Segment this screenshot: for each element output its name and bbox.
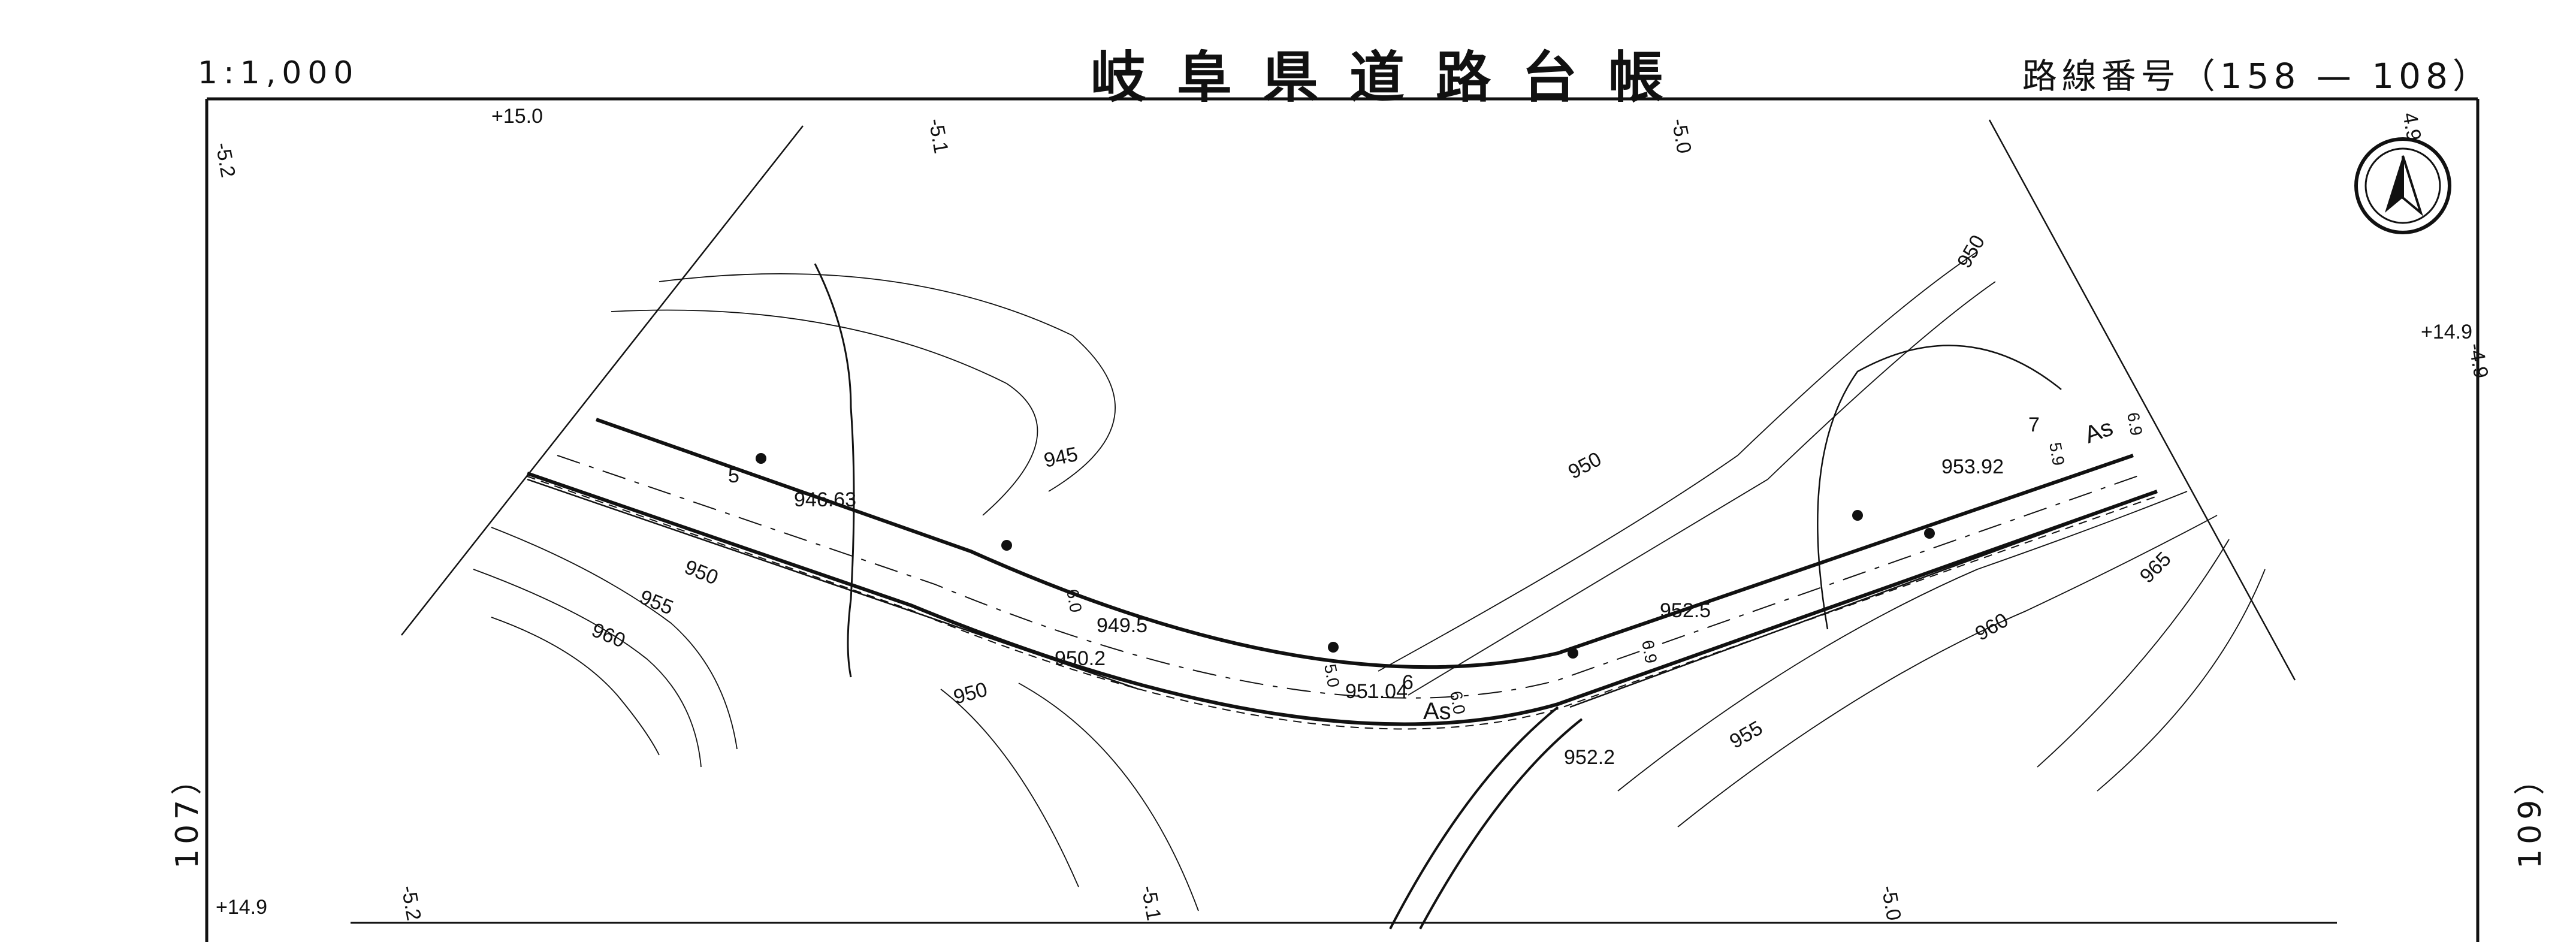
north-arrow-icon [2354, 137, 2451, 234]
road-surface-label: As [2081, 414, 2116, 448]
contour-label: 950 [951, 678, 990, 708]
sheet-mark: +14.9 [216, 896, 267, 919]
road [527, 418, 2158, 730]
sheet-mark: -5.2 [397, 884, 425, 922]
survey-points [756, 453, 1935, 659]
contour-label: 950 [681, 555, 721, 589]
contour-lines [473, 251, 2266, 911]
branch-road [1389, 706, 1583, 929]
sheet-mark: 4.9 [2398, 111, 2426, 143]
spot-elevation: 952.2 [1564, 746, 1615, 769]
spot-elevation: 953.92 [1941, 455, 2004, 478]
sheet-mark: -5.2 [211, 141, 240, 179]
sheet-mark: -4.9 [2464, 342, 2493, 380]
spot-elevation: 946.63 [794, 488, 856, 511]
right-side-label: 109） [2512, 759, 2548, 869]
road-width: 5.9 [2046, 441, 2068, 467]
road-width: 5.0 [1321, 663, 1343, 689]
section-number: 6 [1402, 671, 1414, 694]
sheet-mark: -5.1 [924, 117, 953, 155]
survey-extent-lines [401, 119, 2296, 681]
slope-hatching [527, 345, 2134, 708]
stream-line [814, 263, 855, 678]
road-width: 6.0 [1446, 690, 1469, 716]
sheet-mark: -5.0 [1877, 884, 1905, 922]
section-number: 5 [728, 464, 739, 487]
road-width: 6.9 [2124, 411, 2146, 437]
left-side-label: 107） [170, 759, 206, 869]
spot-elevation: 952.5 [1660, 599, 1711, 622]
road-width: 6.0 [1063, 588, 1085, 614]
contour-label: 955 [636, 585, 677, 619]
contour-label: 960 [588, 618, 629, 652]
contour-label: 960 [1971, 609, 2012, 645]
contour-label: 945 [1042, 443, 1080, 472]
spot-elevation: 949.5 [1097, 614, 1147, 637]
road-width: 6.9 [1638, 639, 1660, 665]
section-number: 7 [2028, 413, 2040, 436]
spot-elevation: 950.2 [1055, 647, 1106, 670]
road-surface-label: As [1423, 698, 1451, 724]
map-frame [205, 97, 2480, 942]
sheet-mark: +14.9 [2421, 321, 2472, 343]
contour-label: 965 [2136, 548, 2176, 588]
contour-label: 950 [1565, 448, 1605, 484]
sheet-mark: +15.0 [491, 105, 543, 128]
contour-label: 955 [1726, 717, 1766, 753]
map-scale: 1:1,000 [198, 55, 360, 91]
sheet-mark: -5.0 [1667, 117, 1696, 155]
contour-label: 950 [1953, 231, 1989, 272]
sheet-mark: -5.1 [1137, 884, 1165, 922]
route-number: 路線番号（158 — 108） [2022, 56, 2492, 96]
spot-elevation: 951.04 [1345, 680, 1408, 703]
